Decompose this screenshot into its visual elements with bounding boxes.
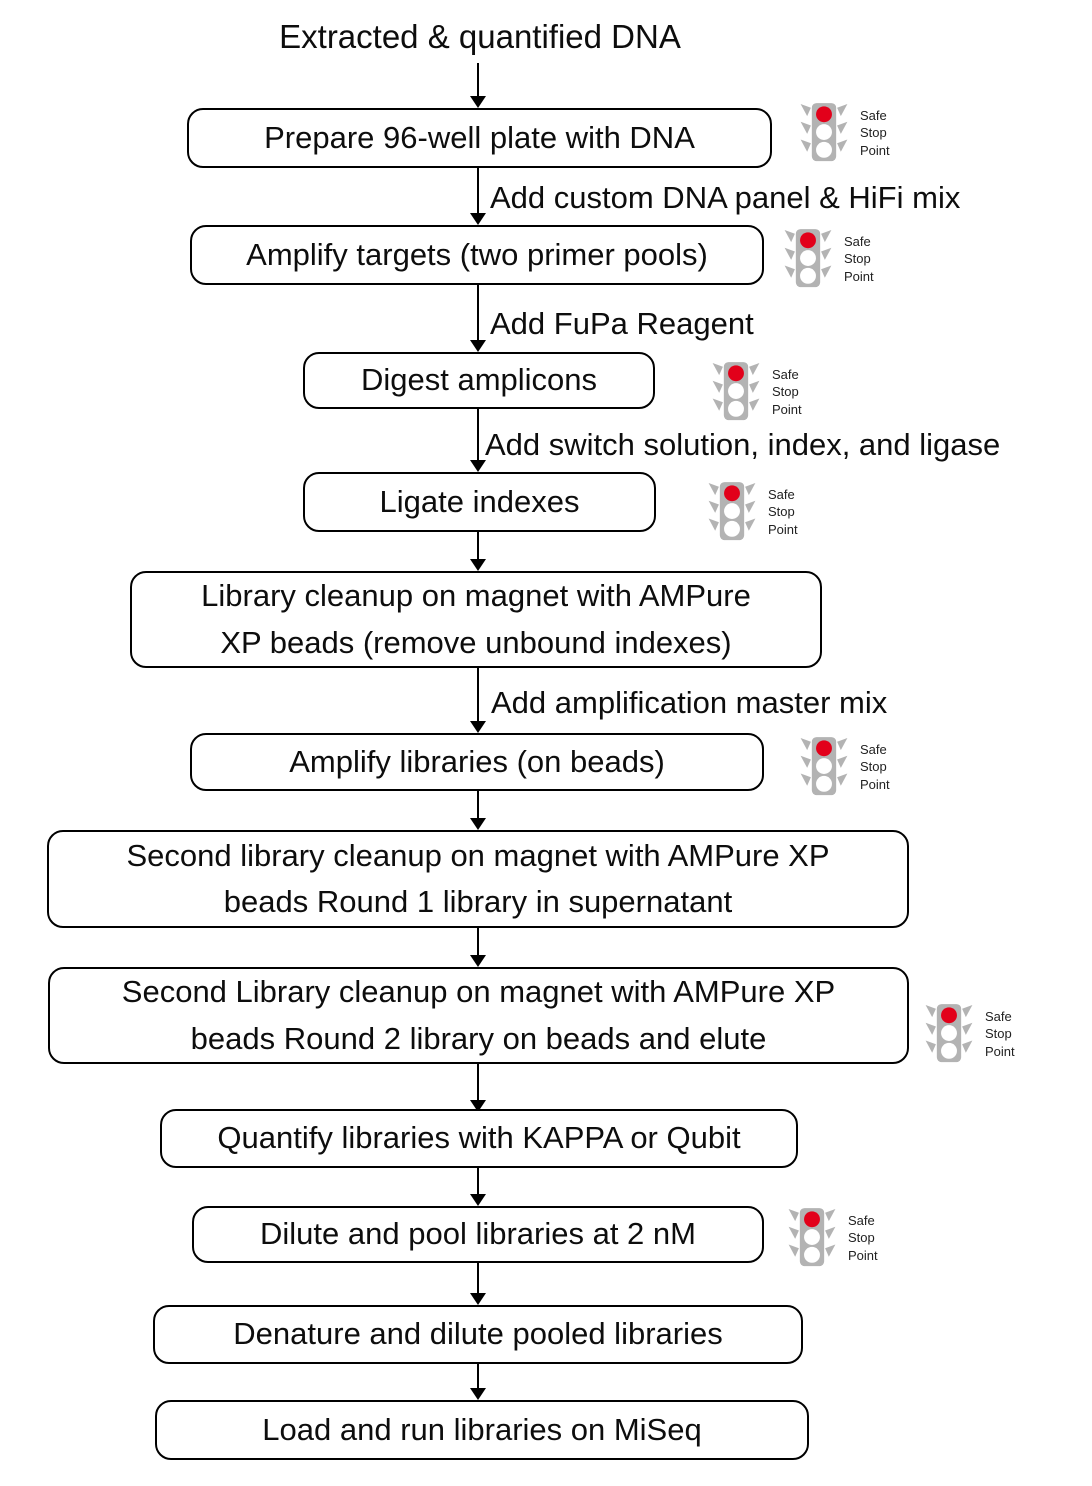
flow-arrow: [470, 1263, 486, 1305]
safe-stop-point-indicator: Safe Stop Point: [795, 102, 890, 164]
safe-stop-point-indicator: Safe Stop Point: [920, 1003, 1015, 1065]
safe-stop-label: Safe Stop Point: [860, 742, 890, 792]
step-amplify-targets: Amplify targets (two primer pools): [190, 225, 764, 285]
flow-arrow: [470, 668, 486, 733]
step-second-cleanup-round1: Second library cleanup on magnet with AM…: [47, 830, 909, 928]
step-amplify-libraries: Amplify libraries (on beads): [190, 733, 764, 791]
traffic-light-icon: [712, 362, 760, 421]
flow-title: Extracted & quantified DNA: [279, 18, 681, 55]
traffic-light-icon: [784, 229, 832, 288]
safe-stop-point-indicator: Safe Stop Point: [703, 481, 798, 543]
edge-label-add-fupa: Add FuPa Reagent: [490, 306, 754, 341]
safe-stop-point-indicator: Safe Stop Point: [779, 228, 874, 290]
traffic-light-icon: [788, 1208, 836, 1267]
flow-arrow: [470, 285, 486, 352]
step-second-cleanup-round2: Second Library cleanup on magnet with AM…: [48, 967, 909, 1064]
flow-arrow: [470, 1168, 486, 1206]
safe-stop-label: Safe Stop Point: [985, 1009, 1015, 1059]
step-quantify-libraries: Quantify libraries with KAPPA or Qubit: [160, 1109, 798, 1168]
flow-arrow: [470, 1364, 486, 1400]
edge-label-add-switch: Add switch solution, index, and ligase: [485, 427, 1001, 462]
flow-arrow: [470, 791, 486, 830]
traffic-light-icon: [708, 482, 756, 541]
step-digest-amplicons: Digest amplicons: [303, 352, 655, 409]
step-prepare-plate: Prepare 96-well plate with DNA: [187, 108, 772, 168]
step-dilute-pool: Dilute and pool libraries at 2 nM: [192, 1206, 764, 1263]
step-denature-dilute: Denature and dilute pooled libraries: [153, 1305, 803, 1364]
step-ligate-indexes: Ligate indexes: [303, 472, 656, 532]
flow-arrow: [470, 168, 486, 225]
step-load-run-miseq: Load and run libraries on MiSeq: [155, 1400, 809, 1460]
traffic-light-icon: [925, 1004, 973, 1063]
flow-arrow: [470, 928, 486, 967]
safe-stop-label: Safe Stop Point: [860, 108, 890, 158]
safe-stop-label: Safe Stop Point: [844, 234, 874, 284]
flow-arrow: [470, 1064, 486, 1112]
safe-stop-label: Safe Stop Point: [772, 367, 802, 417]
step-library-cleanup: Library cleanup on magnet with AMPure XP…: [130, 571, 822, 668]
safe-stop-point-indicator: Safe Stop Point: [707, 361, 802, 423]
safe-stop-point-indicator: Safe Stop Point: [795, 736, 890, 798]
flow-arrow: [470, 532, 486, 571]
safe-stop-point-indicator: Safe Stop Point: [783, 1207, 878, 1269]
safe-stop-label: Safe Stop Point: [768, 487, 798, 537]
edge-label-add-custom-panel: Add custom DNA panel & HiFi mix: [490, 180, 961, 215]
traffic-light-icon: [800, 737, 848, 796]
safe-stop-label: Safe Stop Point: [848, 1213, 878, 1263]
edge-label-add-master-mix: Add amplification master mix: [491, 685, 888, 720]
flow-arrow: [470, 409, 486, 472]
flow-arrow: [470, 63, 486, 108]
traffic-light-icon: [800, 103, 848, 162]
